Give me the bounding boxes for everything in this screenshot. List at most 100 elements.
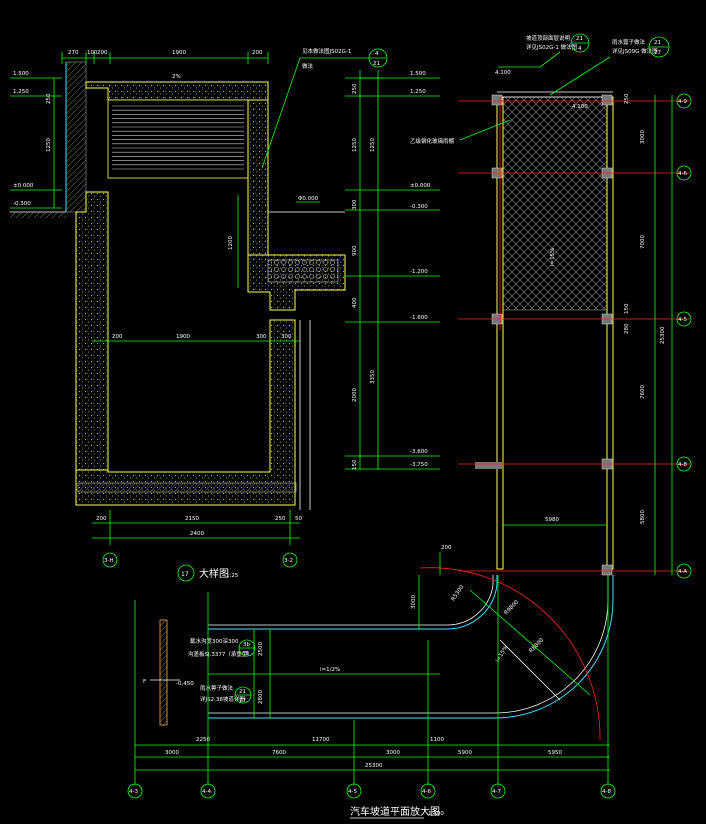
plan-note1: 坡道顶部面层说明 — [526, 34, 571, 42]
axis-bottom-5: 4-8 — [602, 789, 611, 795]
level-right-1: 1.250 — [410, 89, 426, 95]
dim-mid-0: 200 — [112, 334, 123, 340]
vdim-right-5: 2000 — [352, 388, 358, 402]
plan-dim-3000: 3000 — [411, 595, 417, 609]
callout-leader — [261, 57, 370, 169]
dim-top-3: 1900 — [172, 50, 186, 56]
plan-slope: i=15% — [550, 248, 556, 266]
pit-base — [75, 319, 296, 506]
ramp-outer-edge — [208, 575, 609, 714]
plan-rvdim-1: 3000 — [640, 130, 646, 144]
ramp-axis-arc — [419, 567, 601, 741]
left-wall-main — [75, 191, 109, 471]
plan-rvdim-5: 7600 — [640, 385, 646, 399]
plan-bottom-dims: 2250 11700 1100 3000 7600 3000 5900 5950… — [134, 575, 610, 785]
plan-radius2: R9800 — [503, 599, 520, 616]
vdim-right-4: 400 — [352, 297, 358, 308]
plan-note3: 雨水篦子做法 — [612, 38, 646, 46]
plan-left-note1: 截水沟宽300深300 — [190, 637, 239, 645]
dim-mid-3: 300 — [281, 334, 292, 340]
plan-bdim-1: 7600 — [272, 750, 286, 756]
plan-left-callout1-den: 3 — [245, 651, 249, 657]
vdim-left-0: 250 — [46, 93, 52, 104]
callout-text2: 做法 — [302, 62, 314, 70]
plan-bdim2-1: 11700 — [312, 737, 330, 743]
dim-top-1: 100 — [87, 50, 98, 56]
plan-radius3: R8800 — [528, 637, 545, 654]
callout-text1: 见本做法图JS02G-1 — [302, 47, 351, 55]
axis-bottom-4: 4-7 — [492, 789, 501, 795]
plan-slope2: i=1/2% — [320, 667, 340, 673]
drain-trench — [159, 619, 168, 726]
axis-right-3: 4-8 — [678, 462, 687, 468]
plan-note2: 详见JS02G-1 做法图 — [526, 43, 578, 51]
axis-right-2: 4-5 — [678, 317, 687, 323]
plan-bdim2-2: 1100 — [430, 737, 444, 743]
vdim-right-2: 300 — [352, 199, 358, 210]
plan-dim-2800: 2800 — [258, 690, 264, 704]
pit-bottom-hatch — [77, 482, 297, 493]
plan-rvdim-2: 7000 — [640, 235, 646, 249]
plan-left-callout1-num: 3b — [243, 642, 250, 648]
dim-mid-1: 1900 — [176, 334, 190, 340]
dim-bottom-2: 250 — [275, 516, 286, 522]
axis-left-label: 3-H — [104, 558, 114, 564]
roof-slab — [85, 81, 269, 101]
section-title-circle — [177, 564, 195, 582]
plan-total-dim: 25300 — [365, 763, 383, 769]
dim-mid-2: 300 — [256, 334, 267, 340]
plan-rvdim-0: 250 — [624, 93, 630, 104]
plan-title: 汽车坡道平面放大图 — [350, 805, 440, 818]
plan-rvdim-6: 5800 — [640, 510, 646, 524]
plan-left-callout2-num: 21 — [239, 689, 246, 695]
level-right-3: -0.300 — [410, 204, 428, 210]
dim-1200: 1200 — [228, 236, 234, 250]
section-detail: 270 100 200 1900 200 2% Φ0.000 — [10, 47, 440, 582]
plan-rvdim-3: 150 — [624, 303, 630, 314]
dim-bottom-3: 50 — [295, 516, 302, 522]
level-left-2: ±0.000 — [13, 183, 34, 189]
axis-right-0: 4-9 — [678, 99, 687, 105]
section-title-num: 17 — [181, 571, 189, 578]
levels-right: 1.500 1.250 ±0.000 -0.300 -1.200 -1.600 … — [345, 70, 440, 470]
plan-level-low: -0.450 — [176, 681, 194, 687]
plan-bdim2-0: 2250 — [196, 737, 210, 743]
ramp-inner-edge — [208, 575, 494, 626]
callout-den: 4 — [375, 51, 379, 57]
plan-slope3: i=15% — [495, 645, 509, 664]
level-left-3: -0.300 — [13, 201, 31, 207]
level-right-6: -3.600 — [410, 449, 428, 455]
plan-note4: 详见JS09G 做法图 — [612, 47, 658, 55]
dim-bottom-1: 2150 — [185, 516, 199, 522]
ramp-plan: 坡道顶部面层说明 详见JS02G-1 做法图 雨水篦子做法 详见JS09G 做法… — [127, 33, 692, 819]
axis-marker-left — [102, 552, 118, 568]
dim-top-2: 200 — [97, 50, 108, 56]
plan-callout1-num: 21 — [576, 36, 583, 42]
vdim-right-6: 150 — [352, 459, 358, 470]
dim-top-0: 270 — [68, 50, 79, 56]
top-dimension-chain: 270 100 200 1900 200 — [61, 50, 269, 64]
section-title: 大样图 — [199, 567, 229, 580]
canopy-hatch — [502, 96, 608, 311]
axis-marker-right — [282, 552, 298, 568]
level-left-1: 1.250 — [13, 89, 29, 95]
level-right-5: -1.600 — [410, 315, 428, 321]
vdim-right-7: 3350 — [370, 370, 376, 384]
plan-callout1-den: 4 — [578, 46, 582, 52]
axis-bottom-2: 4-5 — [348, 789, 357, 795]
plan-level-top2: 4.100 — [572, 104, 588, 110]
plan-axes-right: 4-9 4-6 4-5 4-8 4-A — [676, 93, 692, 579]
axis-right-1: 4-6 — [678, 171, 687, 177]
plan-note5: 乙级钢化玻璃雨棚 — [410, 137, 455, 145]
plan-dim-5980: 5980 — [545, 517, 559, 523]
plan-bdim-2: 3000 — [386, 750, 400, 756]
plan-rvdim-4: 280 — [624, 323, 630, 334]
ramp-inner-curb — [208, 575, 498, 630]
left-wall-upper — [65, 61, 87, 213]
vdim-right-3: 900 — [352, 245, 358, 256]
dim-top-4: 200 — [252, 50, 263, 56]
plan-left-note3: 雨水箅子做法 — [200, 684, 234, 692]
dim-total: 2400 — [190, 531, 204, 537]
plan-dim-200: 200 — [441, 545, 452, 551]
